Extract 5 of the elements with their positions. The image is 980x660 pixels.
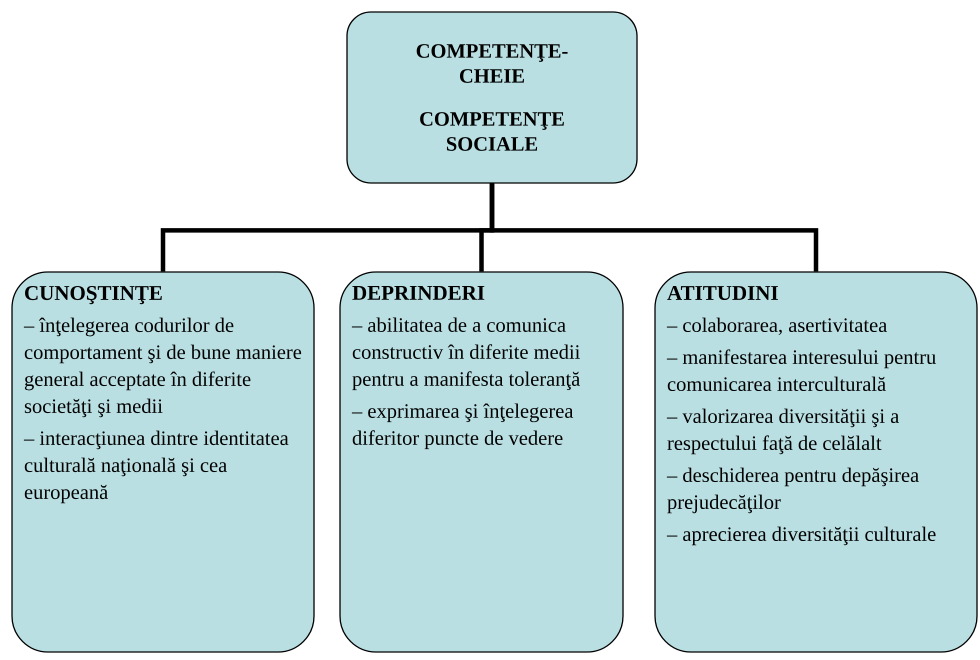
title-box: COMPETENŢE-CHEIE COMPETENŢE SOCIALE xyxy=(346,11,638,184)
category-box: ATITUDINI – colaborarea, asertivitatea – manifestarea interesului pentru comunicarea interculturală – valorizarea diversităţii şi a respectului faţă de celălalt – deschiderea pentru depăşirea prejudecăţilor – aprecierea diversităţii culturale xyxy=(654,271,978,653)
category-box: CUNOŞTINŢE – înţelegerea codurilor de comportament şi de bune maniere general acceptate în diferite societăţi şi medii – interacţiunea dintre identitatea culturală naţională şi cea europeană xyxy=(11,271,315,653)
category-box: DEPRINDERI – abilitatea de a comunica constructiv în diferite medii pentru a manifesta toleranţă – exprimarea şi înţelegerea diferitor puncte de vedere xyxy=(339,271,624,653)
connector xyxy=(490,184,818,272)
